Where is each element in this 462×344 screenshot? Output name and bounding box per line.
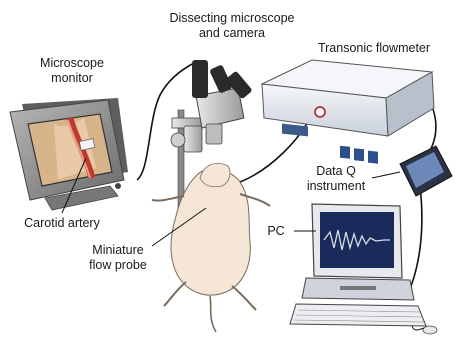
pc-drive <box>340 286 376 290</box>
flowmeter-button-2 <box>354 148 364 161</box>
flowmeter-probe-port <box>315 107 325 117</box>
focus-knob <box>171 133 185 147</box>
flowmeter-button-1 <box>340 146 350 159</box>
label-microscope-monitor-line2: monitor <box>51 71 93 85</box>
microscope-focus-block <box>184 126 202 152</box>
label-dissecting-microscope-line1: Dissecting microscope <box>169 11 294 25</box>
camera-tube <box>192 60 208 98</box>
label-microscope-monitor-line1: Microscope <box>40 56 104 70</box>
label-carotid-artery: Carotid artery <box>24 216 100 230</box>
flowmeter-display <box>282 124 308 137</box>
label-dissecting-microscope-line2: and camera <box>199 26 265 40</box>
label-data-q-line2: instrument <box>307 179 366 193</box>
rat <box>152 163 270 332</box>
label-pc: PC <box>267 224 284 238</box>
rat-tail <box>210 296 216 332</box>
label-transonic-flowmeter: Transonic flowmeter <box>318 41 430 55</box>
flowmeter-button-3 <box>368 151 378 164</box>
rat-head <box>200 163 230 186</box>
label-data-q-line1: Data Q <box>316 164 356 178</box>
pc <box>290 204 437 334</box>
pc-mouse <box>423 326 437 334</box>
monitor-knob <box>115 183 121 189</box>
microscope-monitor <box>10 98 128 210</box>
rat-hind-leg-left <box>164 282 186 306</box>
objective-lens <box>206 124 222 144</box>
leader-data-q <box>372 172 400 178</box>
mouse-cable <box>412 326 424 330</box>
data-q-instrument <box>400 146 452 196</box>
label-flow-probe-line2: flow probe <box>89 258 147 272</box>
rat-hind-leg-right <box>232 286 256 310</box>
label-flow-probe-line1: Miniature <box>92 243 143 257</box>
